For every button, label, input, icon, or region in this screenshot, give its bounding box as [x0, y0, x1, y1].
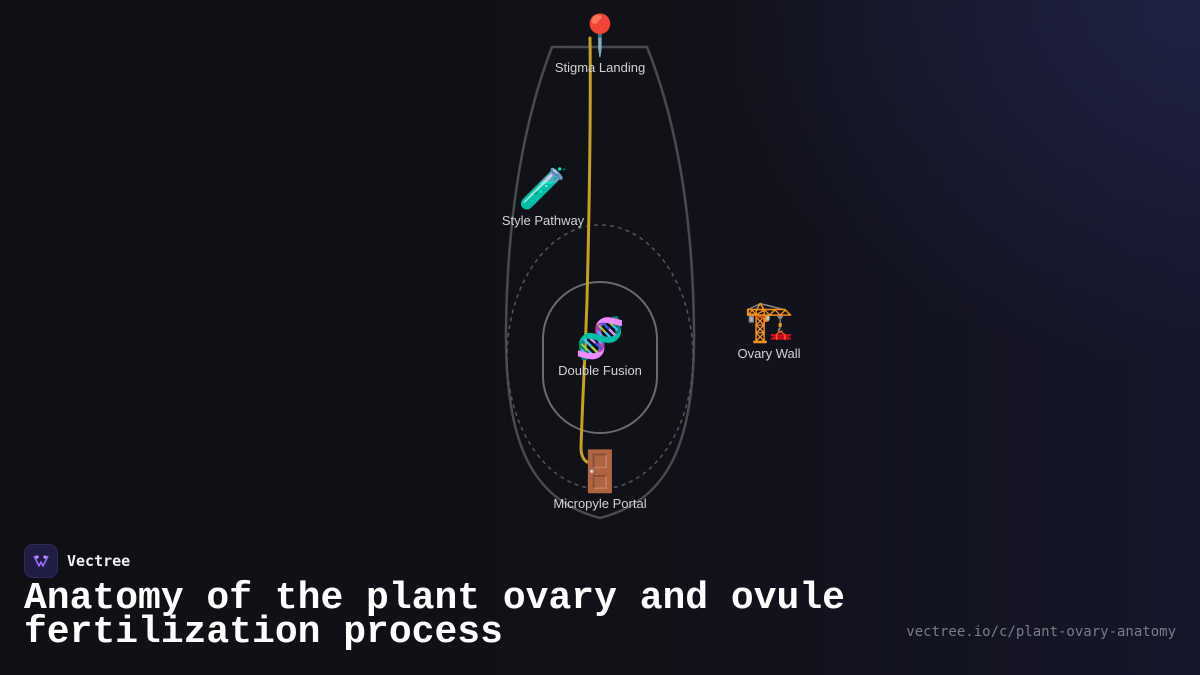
construction-crane-icon: 🏗️	[744, 299, 794, 345]
node-micropyle-portal: 🚪 Micropyle Portal	[553, 450, 646, 511]
node-label: Ovary Wall	[737, 346, 801, 361]
node-label: Stigma Landing	[554, 60, 646, 75]
node-ovary-wall: 🏗️ Ovary Wall	[737, 300, 800, 361]
node-style-pathway: 🧪 Style Pathway	[502, 167, 584, 228]
brand: Vectree	[24, 544, 130, 578]
node-label: Double Fusion	[558, 363, 642, 378]
door-icon: 🚪	[575, 449, 625, 495]
node-double-fusion: 🧬 Double Fusion	[558, 317, 642, 378]
node-label: Micropyle Portal	[553, 496, 647, 511]
embryo-sac	[542, 281, 658, 434]
test-tube-icon: 🧪	[518, 166, 568, 212]
brand-name: Vectree	[67, 552, 131, 570]
page-title: Anatomy of the plant ovary and ovule fer…	[24, 577, 845, 654]
vectree-logo-icon	[24, 544, 58, 578]
node-label: Style Pathway	[501, 213, 585, 228]
source-url: vectree.io/c/plant-ovary-anatomy	[906, 624, 1176, 640]
dna-icon: 🧬	[575, 316, 625, 362]
node-stigma-landing: 📍 Stigma Landing	[555, 14, 645, 75]
pollen-tube-path	[579, 36, 592, 464]
round-pushpin-icon: 📍	[575, 13, 625, 59]
ovary-outline	[504, 45, 696, 520]
ovule-boundary	[506, 224, 694, 490]
